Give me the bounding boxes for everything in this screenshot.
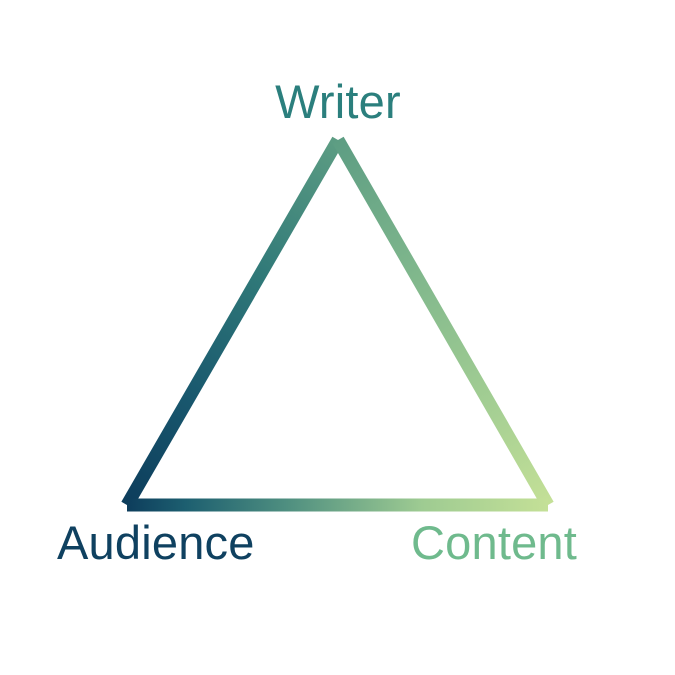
triangle-edge-right <box>332 136 554 509</box>
triangle-edge-left <box>121 136 344 509</box>
vertex-label-audience: Audience <box>57 516 255 569</box>
vertex-label-content: Content <box>411 516 578 569</box>
vertex-label-writer: Writer <box>275 75 401 128</box>
